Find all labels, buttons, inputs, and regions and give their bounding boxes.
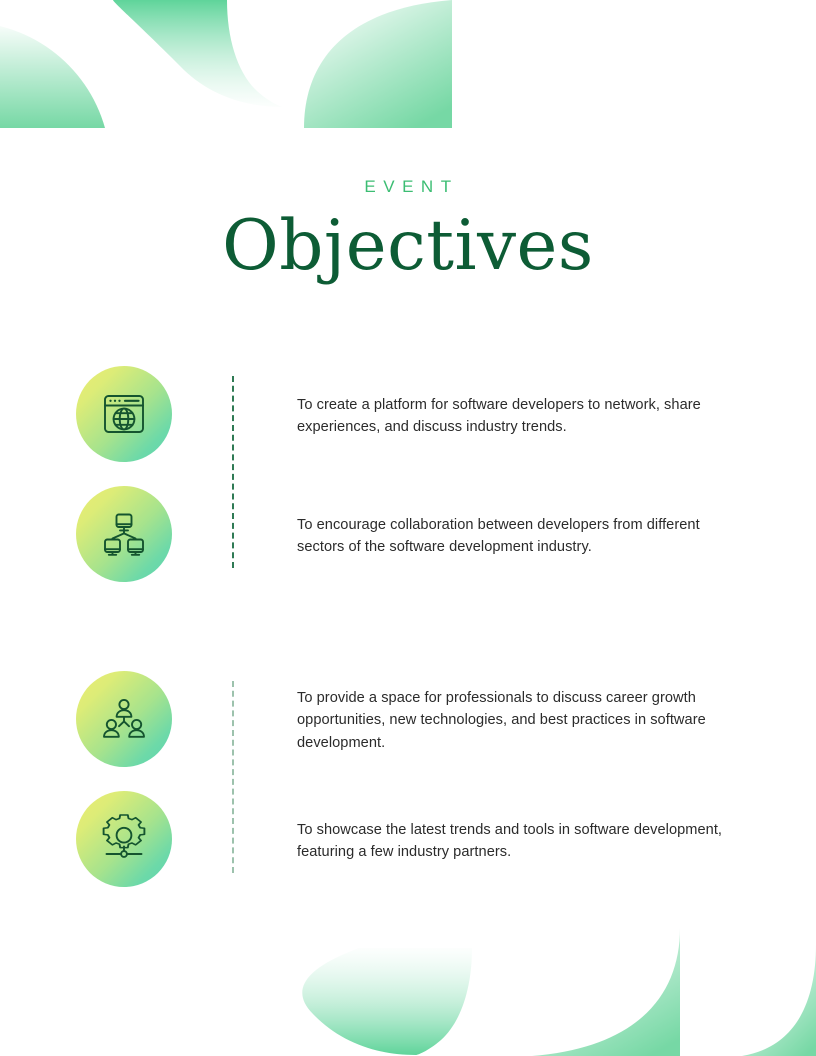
deco-quarter-circle-top-left — [0, 26, 105, 128]
browser-globe-icon — [76, 366, 172, 462]
objective-item-2[interactable]: To encourage collaboration between devel… — [0, 486, 816, 582]
group-divider-rail-1 — [232, 376, 234, 568]
connected-monitors-icon — [76, 486, 172, 582]
deco-s-curve-ribbon-bottom — [302, 948, 472, 1055]
page-title: Objectives — [222, 206, 594, 286]
objectives-list: To create a platform for software develo… — [0, 366, 816, 887]
group-divider-rail-2 — [232, 681, 234, 873]
objective-item-3[interactable]: To provide a space for professionals to … — [0, 671, 816, 767]
gear-settings-icon — [76, 791, 172, 887]
deco-quarter-arc-top-right — [304, 0, 452, 128]
objective-text: To showcase the latest trends and tools … — [297, 822, 723, 861]
deco-quarter-arc-bottom — [532, 928, 680, 1056]
objective-text: To create a platform for software develo… — [297, 397, 701, 436]
page-header: EVENT Objectives — [0, 178, 816, 281]
objective-item-1[interactable]: To create a platform for software develo… — [0, 366, 816, 462]
objectives-group-1: To create a platform for software develo… — [0, 366, 816, 582]
objectives-group-2: To provide a space for professionals to … — [0, 671, 816, 887]
objective-item-4[interactable]: To showcase the latest trends and tools … — [0, 791, 816, 887]
team-hierarchy-icon — [76, 671, 172, 767]
objective-text: To encourage collaboration between devel… — [297, 517, 700, 556]
deco-s-curve-ribbon-top — [113, 0, 283, 107]
deco-quarter-arc-bottom-right — [742, 944, 816, 1056]
eyebrow-label: EVENT — [364, 177, 459, 196]
objective-text: To provide a space for professionals to … — [297, 690, 706, 751]
